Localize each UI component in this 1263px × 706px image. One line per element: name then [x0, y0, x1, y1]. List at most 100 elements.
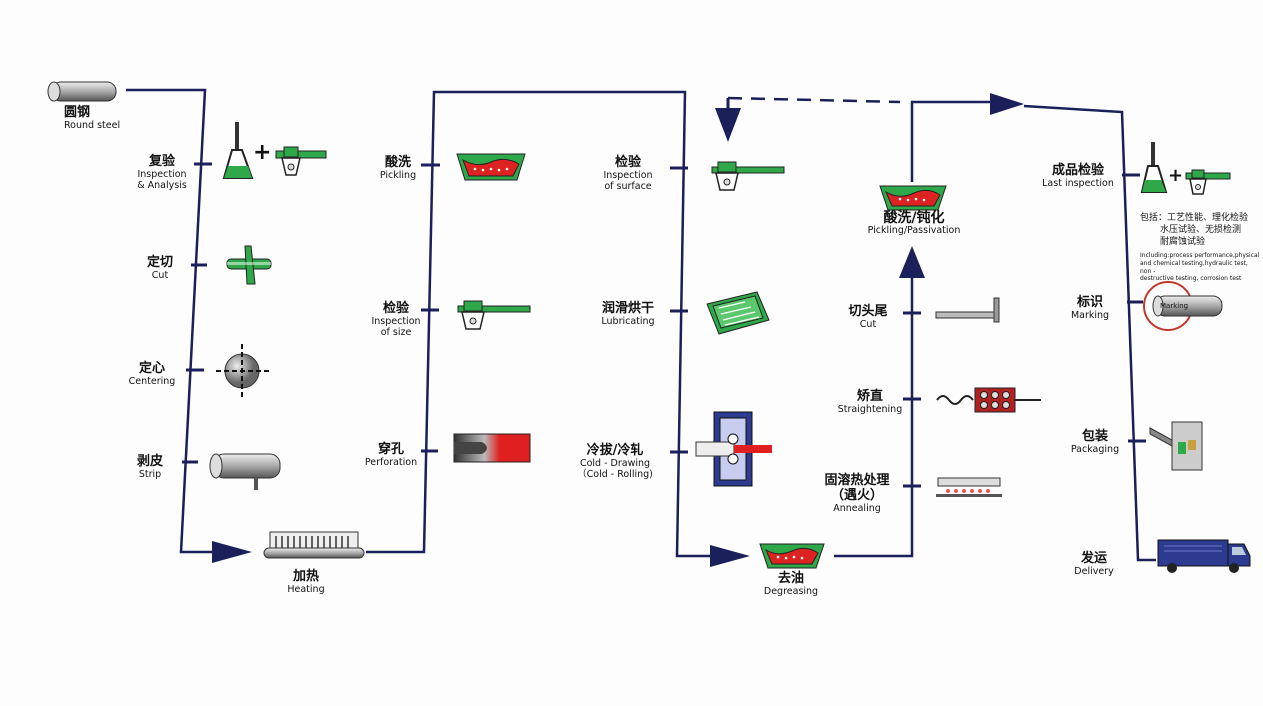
plus-sign-2: +: [1168, 165, 1184, 186]
inspection-analysis-label: 复验 Inspection & Analysis: [130, 154, 194, 192]
note-zh-line3: 耐腐蚀试验: [1160, 237, 1206, 248]
packaging-label: 包装 Packaging: [1068, 429, 1122, 456]
last-flask-icon: [1140, 142, 1168, 193]
annealing-zh1: 固溶热处理: [824, 473, 890, 488]
cut2-zh: 切头尾: [848, 304, 888, 319]
flask-icon: [222, 122, 254, 179]
centering-icon: [216, 344, 272, 400]
pipe-cut-icon: [935, 297, 1000, 323]
surface-caliper-icon: [711, 161, 785, 191]
arrow-down-return: [715, 108, 741, 142]
packaging-en: Packaging: [1070, 443, 1120, 455]
inspection-size-zh: 检验: [382, 301, 409, 316]
cut-icon: [226, 245, 272, 285]
arrow-right-degreasing: [710, 545, 750, 567]
flow-line-heating-col2: [366, 90, 715, 558]
perforation-label: 穿孔 Perforation: [360, 442, 422, 469]
marking-icon: [1143, 281, 1223, 331]
arrow-up-passivation: [899, 246, 925, 278]
last-inspection-en: Last inspection: [1042, 177, 1114, 189]
cut1-label: 定切 Cut: [138, 255, 182, 282]
round-steel-label: 圆钢 Round steel: [64, 105, 120, 132]
lubricating-en: Lubricating: [601, 315, 655, 327]
heating-en: Heating: [287, 583, 325, 595]
last-inspection-label: 成品检验 Last inspection: [1038, 163, 1118, 190]
marking-tag-text: Marking: [1160, 302, 1189, 310]
pickling1-en: Pickling: [379, 169, 417, 181]
degreasing-tank-icon: [759, 543, 825, 569]
heating-furnace-icon: [263, 531, 365, 559]
inspection-analysis-en1: Inspection: [137, 168, 187, 180]
delivery-en: Delivery: [1074, 565, 1114, 577]
cut1-zh: 定切: [146, 255, 173, 270]
last-caliper-icon: [1185, 169, 1231, 195]
note-en-line2: and chemical testing,hydraulic test, non…: [1140, 259, 1248, 275]
pickling-passivation-zh: 酸洗/钝化: [883, 210, 945, 226]
caliper-icon: [275, 146, 327, 176]
cut2-en: Cut: [859, 318, 877, 330]
cold-drawing-en2: （Cold - Rolling): [577, 468, 653, 480]
inspection-analysis-en2: & Analysis: [137, 179, 187, 191]
perforation-zh: 穿孔: [377, 442, 404, 457]
last-inspection-zh: 成品检验: [1051, 163, 1104, 178]
degreasing-en: Degreasing: [763, 585, 819, 597]
inspection-analysis-zh: 复验: [148, 154, 175, 169]
cold-drawing-zh: 冷拔/冷轧: [586, 443, 644, 458]
pickling-tank-icon: [456, 153, 526, 181]
cold-drawing-en1: Cold - Drawing: [579, 457, 651, 469]
passivation-tank-icon: [879, 185, 947, 211]
degreasing-label: 去油 Degreasing: [756, 571, 826, 598]
flow-line-col1: [126, 88, 222, 554]
centering-en: Centering: [128, 375, 176, 387]
strip-icon: [209, 453, 281, 490]
inspection-surface-label: 检验 Inspection of surface: [596, 155, 660, 193]
flow-line-col5: [1023, 104, 1156, 562]
pickling-passivation-label: 酸洗/钝化 Pickling/Passivation: [862, 210, 966, 237]
strip-label: 剥皮 Strip: [130, 454, 170, 481]
round-steel-icon: [47, 81, 117, 102]
annealing-label: 固溶热处理 （遇火） Annealing: [812, 473, 902, 515]
delivery-zh: 发运: [1080, 551, 1107, 566]
strip-zh: 剥皮: [136, 454, 163, 469]
note-zh-line1: 包括：工艺性能、理化检验: [1140, 213, 1249, 223]
strip-en: Strip: [138, 468, 162, 480]
straightening-icon: [936, 387, 1041, 413]
flow-dashed-return: [727, 96, 901, 104]
pickling-passivation-en: Pickling/Passivation: [867, 225, 961, 237]
lubricating-label: 润滑烘干 Lubricating: [592, 301, 664, 328]
cut2-label: 切头尾 Cut: [842, 304, 894, 331]
note-en-line3: destructive testing, corrosion test: [1140, 275, 1242, 283]
ticks: [182, 162, 1146, 488]
delivery-label: 发运 Delivery: [1072, 551, 1116, 578]
inspection-surface-en1: Inspection: [603, 169, 653, 181]
size-caliper-icon: [457, 300, 531, 330]
cold-drawing-icon: [695, 411, 772, 487]
annealing-furnace-icon: [936, 477, 1002, 497]
inspection-notes-en: Including:process performance,physical a…: [1140, 252, 1260, 283]
inspection-surface-en2: of surface: [604, 180, 652, 192]
note-zh-line2: 水压试验、无损检测: [1160, 225, 1242, 236]
cut1-en: Cut: [151, 269, 169, 281]
arrow-right-heating: [212, 541, 252, 563]
plus-sign: +: [253, 140, 272, 165]
inspection-notes-zh: 包括：工艺性能、理化检验 水压试验、无损检测 耐腐蚀试验: [1140, 212, 1258, 248]
packaging-icon: [1149, 421, 1203, 471]
annealing-en: Annealing: [833, 502, 881, 514]
inspection-surface-zh: 检验: [614, 155, 641, 170]
heating-label: 加热 Heating: [280, 569, 332, 596]
marking-zh: 标识: [1076, 295, 1103, 310]
round-steel-zh: 圆钢: [64, 105, 91, 120]
centering-zh: 定心: [138, 361, 165, 376]
marking-en: Marking: [1070, 309, 1110, 321]
marking-label: 标识 Marking: [1066, 295, 1114, 322]
degreasing-zh: 去油: [777, 571, 804, 586]
annealing-zh2: （遇火）: [830, 487, 883, 503]
inspection-size-label: 检验 Inspection of size: [364, 301, 428, 339]
delivery-truck-icon: [1157, 539, 1251, 573]
lubricating-zh: 润滑烘干: [601, 301, 654, 316]
perforation-en: Perforation: [364, 456, 418, 468]
flow-line-degreasing-col4: [834, 278, 914, 558]
cold-drawing-label: 冷拔/冷轧 Cold - Drawing （Cold - Rolling): [572, 443, 658, 481]
straightening-en: Straightening: [837, 403, 903, 415]
